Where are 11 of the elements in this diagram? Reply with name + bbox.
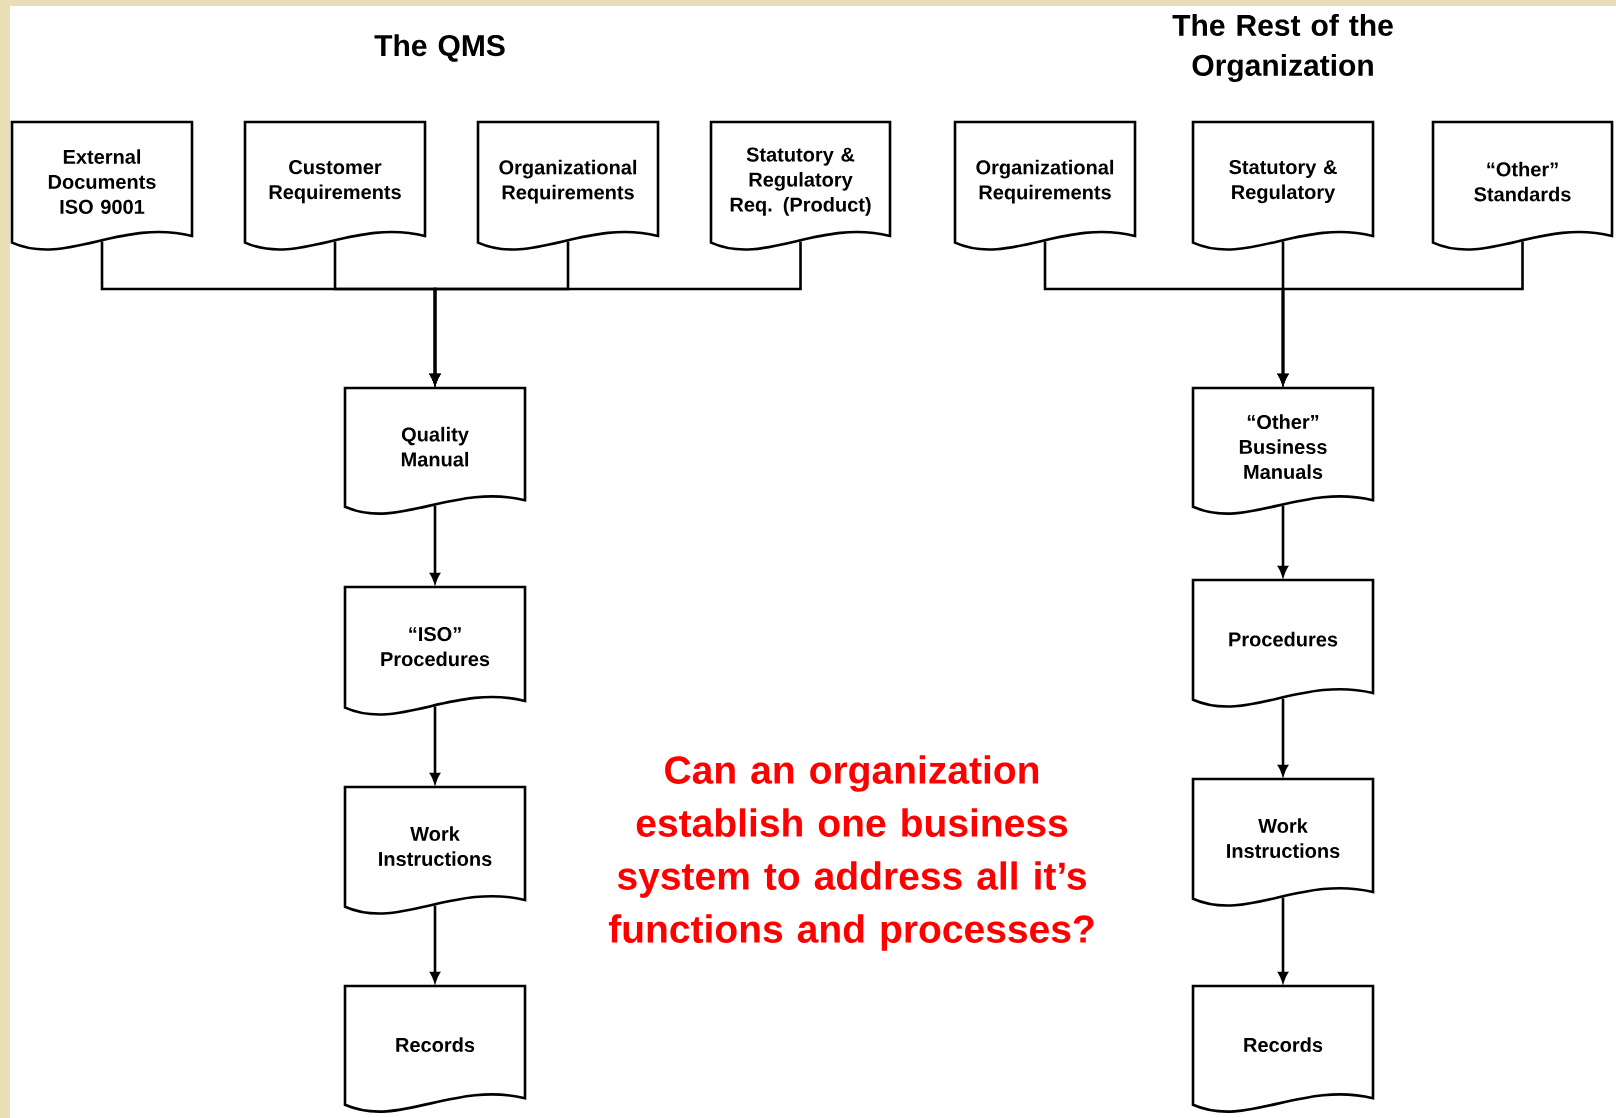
arrow bbox=[430, 505, 440, 584]
arrow bbox=[1278, 698, 1288, 776]
question-text: Can an organization establish one business system to address all it’s functions and processes? bbox=[608, 755, 1094, 951]
arrow bbox=[1278, 897, 1288, 983]
arrow bbox=[1278, 505, 1288, 577]
arrow bbox=[430, 706, 440, 784]
arrow bbox=[430, 905, 440, 983]
arrow bbox=[430, 241, 802, 385]
section-title: The QMS bbox=[374, 34, 505, 62]
section-title: The Rest of the Organization bbox=[1172, 13, 1393, 83]
arrow bbox=[1278, 241, 1524, 385]
